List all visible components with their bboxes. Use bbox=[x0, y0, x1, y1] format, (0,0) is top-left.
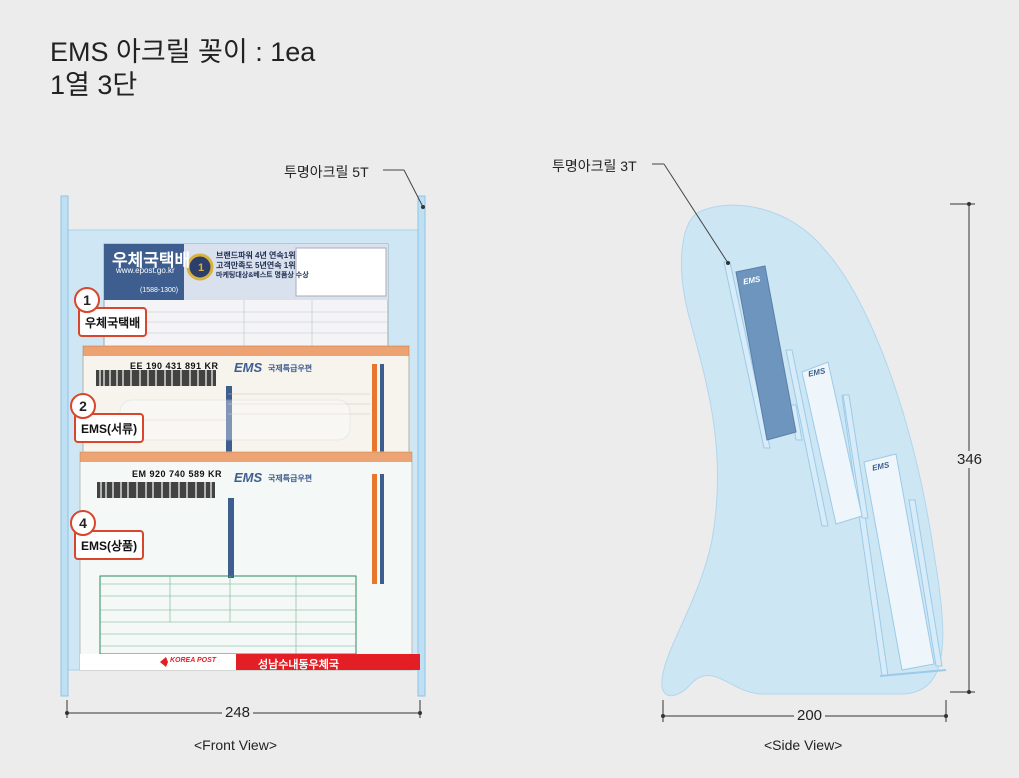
title-line-1: EMS 아크릴 꽂이 : 1ea bbox=[50, 37, 316, 67]
badge-number: 1 bbox=[74, 287, 100, 313]
side-slot-card-2 bbox=[801, 361, 863, 525]
side-height-dimension: 346 bbox=[954, 451, 986, 468]
ems-document-barcode: EE 190 431 891 KR bbox=[130, 361, 219, 371]
parcel-form-phone: (1588-1300) bbox=[140, 287, 179, 294]
side-acrylic-label: 투명아크릴 3T bbox=[552, 158, 637, 174]
badge-item-1: 1 우체국택배 bbox=[74, 287, 148, 337]
front-view-caption: <Front View> bbox=[194, 737, 278, 753]
korea-post-logo: KOREA POST bbox=[170, 657, 217, 664]
parcel-form-awards: 브랜드파워 4년 연속1위 고객만족도 5년연속 1위 마케팅대상&베스트 명품… bbox=[216, 251, 309, 279]
post-office-name: 성남수내동우체국 bbox=[258, 659, 339, 671]
badge-item-2: 2 EMS(서류) bbox=[70, 393, 145, 443]
ems-document-brand: EMS bbox=[234, 360, 263, 375]
front-right-post bbox=[417, 195, 426, 697]
page-title: EMS 아크릴 꽂이 : 1ea 1열 3단 bbox=[50, 36, 315, 102]
ems-document-kor: 국제특급우편 bbox=[268, 364, 313, 373]
front-left-post bbox=[60, 195, 69, 697]
ems-document-form bbox=[82, 345, 410, 469]
parcel-form-url: www.epost.go.kr bbox=[116, 266, 175, 275]
badge-number: 4 bbox=[70, 510, 96, 536]
ems-goods-form bbox=[79, 451, 420, 671]
ems-goods-kor: 국제특급우편 bbox=[268, 474, 313, 483]
title-line-2: 1열 3단 bbox=[50, 70, 138, 100]
side-view-caption: <Side View> bbox=[764, 737, 843, 753]
badge-item-4: 4 EMS(상품) bbox=[70, 510, 145, 560]
side-width-dimension: 200 bbox=[794, 707, 826, 724]
ems-goods-barcode: EM 920 740 589 KR bbox=[132, 469, 223, 479]
badge-number: 2 bbox=[70, 393, 96, 419]
side-slot-card-1 bbox=[735, 265, 797, 441]
side-slot-card-3 bbox=[863, 453, 935, 671]
svg-text:1: 1 bbox=[198, 262, 204, 274]
ems-goods-brand: EMS bbox=[234, 470, 263, 485]
front-acrylic-label: 투명아크릴 5T bbox=[284, 164, 369, 180]
parcel-form: 1 bbox=[103, 243, 389, 347]
parcel-form-title: 우체국택배 bbox=[112, 251, 191, 270]
front-width-dimension: 248 bbox=[222, 704, 254, 721]
badge-label: EMS(상품) bbox=[74, 530, 145, 560]
